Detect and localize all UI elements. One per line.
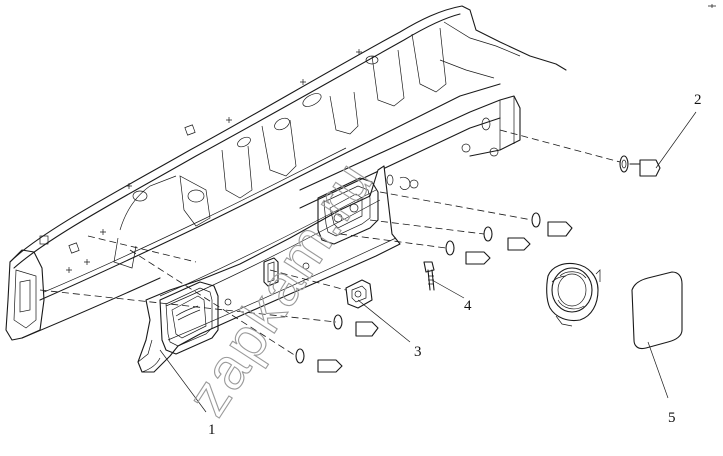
callout-4: 4 — [431, 279, 472, 314]
rear-lamp-panel — [137, 165, 401, 373]
callout-number-2: 2 — [694, 92, 702, 108]
connector-boot — [546, 262, 601, 327]
callout-number-4: 4 — [464, 298, 472, 314]
cover-plate-part-5 — [631, 271, 683, 350]
callout-number-5: 5 — [668, 410, 676, 426]
rear-body-panel — [5, 5, 567, 341]
bolt-part-4 — [423, 261, 435, 291]
callout-5: 5 — [647, 341, 676, 426]
callout-number-1: 1 — [208, 422, 216, 438]
callout-1: 1 — [159, 349, 216, 438]
assembly-guide-lines — [39, 129, 621, 357]
screw-row — [295, 143, 573, 373]
spacer-block-part-3 — [345, 279, 373, 309]
callout-3: 3 — [357, 299, 422, 360]
corner-mark — [708, 4, 716, 8]
screw-set-part-2 — [619, 155, 661, 177]
callout-2: 2 — [655, 92, 702, 169]
cross-member — [299, 95, 521, 209]
callout-number-3: 3 — [414, 344, 422, 360]
